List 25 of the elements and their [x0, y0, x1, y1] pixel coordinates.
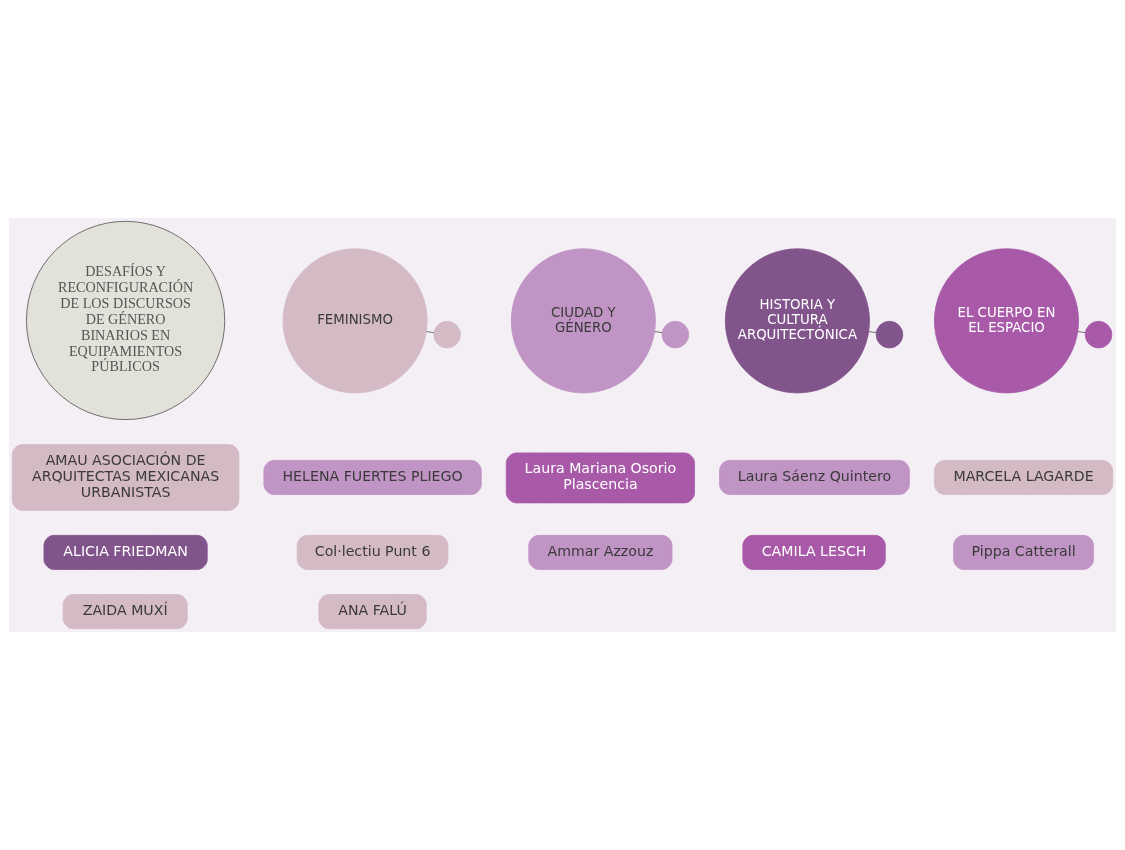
node-circle: FEMINISMO: [282, 248, 428, 394]
connector: [868, 331, 877, 334]
connector: [654, 331, 663, 334]
node-box: ZAIDA MUXÍ: [62, 594, 188, 630]
node-box: HELENA FUERTES PLIEGO: [263, 460, 482, 495]
node-circle: [433, 320, 461, 349]
node-box: ANA FALÚ: [318, 594, 427, 630]
node-box: CAMILA LESCH: [742, 534, 886, 570]
connector: [426, 331, 435, 334]
node-circle: DESAFÍOS Y RECONFIGURACIÓN DE LOS DISCURSOS DE GÉNERO BINARIOS EN EQUIPAMIENTOS PÚBLICOS: [26, 220, 226, 420]
node-box: Col·lectiu Punt 6: [296, 534, 449, 570]
node-box: Pippa Catterall: [953, 534, 1094, 570]
node-circle: HISTORIA Y CULTURA ARQUITECTÓNICA: [724, 248, 870, 394]
node-circle: EL CUERPO EN EL ESPACIO: [934, 248, 1079, 394]
node-box: ALICIA FRIEDMAN: [43, 534, 208, 570]
node-circle: [1084, 320, 1113, 349]
connector: [1077, 331, 1086, 334]
node-box: Laura Sáenz Quintero: [719, 460, 910, 495]
node-circle: [661, 320, 690, 349]
node-box: Laura Mariana Osorio Plascencia: [505, 452, 695, 504]
node-circle: [875, 320, 904, 349]
node-box: AMAU ASOCIACIÓN DE ARQUITECTAS MEXICANAS URBANISTAS: [11, 444, 240, 511]
node-box: MARCELA LAGARDE: [934, 460, 1114, 495]
node-box: Ammar Azzouz: [528, 534, 673, 570]
node-circle: CIUDAD Y GÉNERO: [510, 248, 656, 394]
